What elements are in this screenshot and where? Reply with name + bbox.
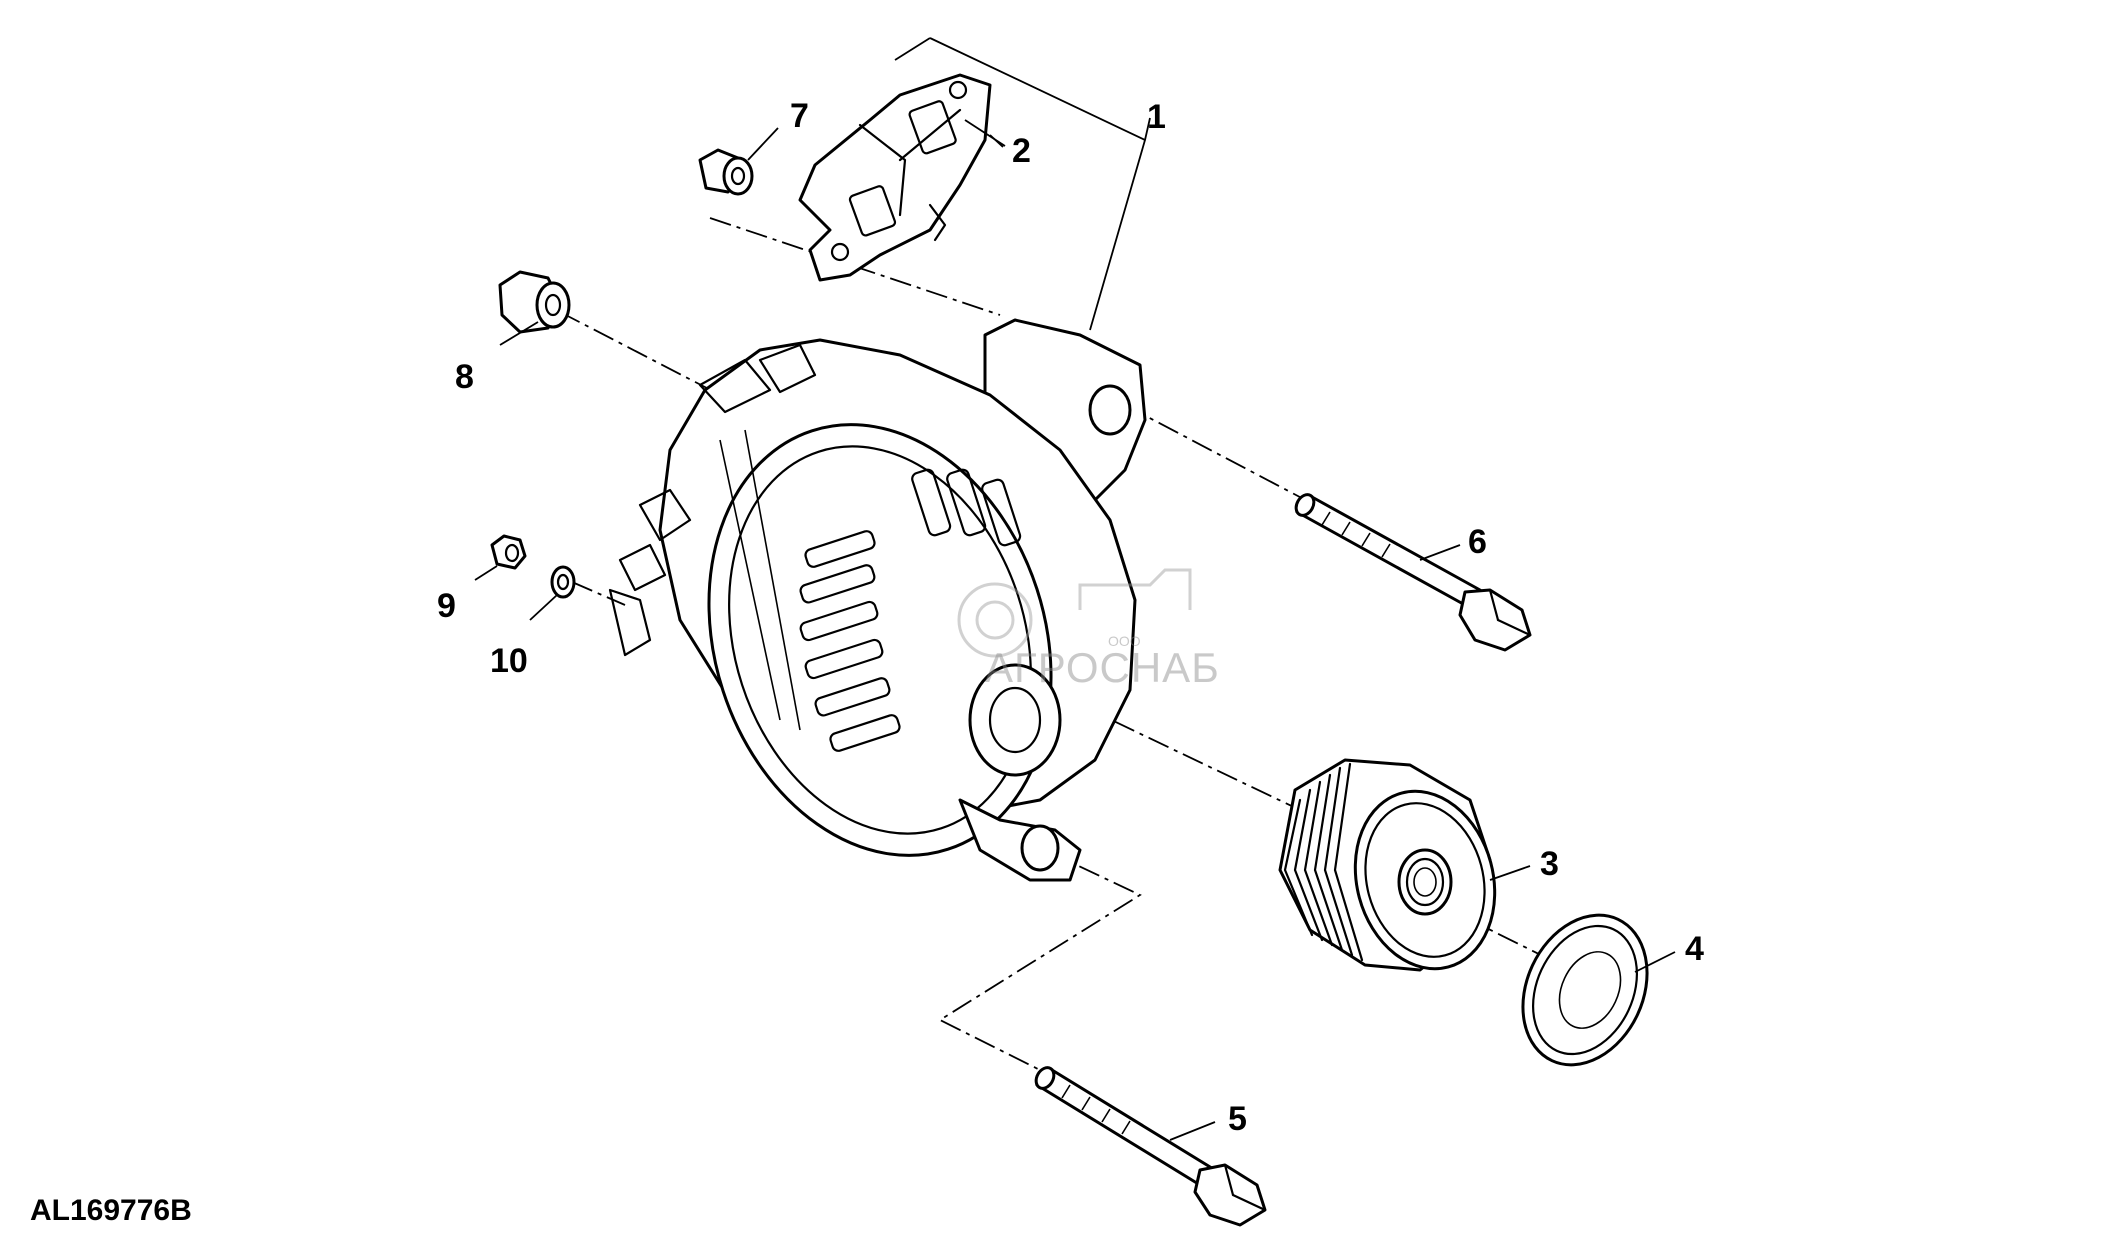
callout-5: 5 [1228,1100,1247,1138]
callout-1: 1 [1147,98,1166,136]
callout-9: 9 [437,587,456,625]
watermark-text: АГРОСНАБ [985,644,1220,691]
washer-part-10 [550,565,576,599]
bolt-part-5 [1034,1066,1267,1227]
callout-10: 10 [490,642,528,680]
callout-3: 3 [1540,845,1559,883]
figure-reference-code: AL169776B [30,1194,192,1227]
voltage-regulator-part [798,73,992,282]
leader-lines [474,37,1676,1141]
cap-part-4 [1521,913,1649,1067]
pulley-part-3 [1278,758,1497,972]
nut-part-9 [490,534,527,570]
ventilation-slots [799,468,1022,752]
nut-part-8 [498,270,571,334]
watermark-logo: ООО АГРОСНАБ [957,568,1220,691]
alternator-housing [608,318,1147,882]
watermark-small-text: ООО [1108,633,1141,649]
callout-6: 6 [1468,523,1487,561]
callout-4: 4 [1685,930,1704,968]
nut-part-7 [698,148,754,196]
callout-7: 7 [790,97,809,135]
callout-8: 8 [455,358,474,396]
callout-2: 2 [1012,132,1031,170]
bolt-part-6 [1294,493,1532,652]
callout-labels: 1 2 3 4 5 6 7 8 9 10 [437,97,1704,1138]
